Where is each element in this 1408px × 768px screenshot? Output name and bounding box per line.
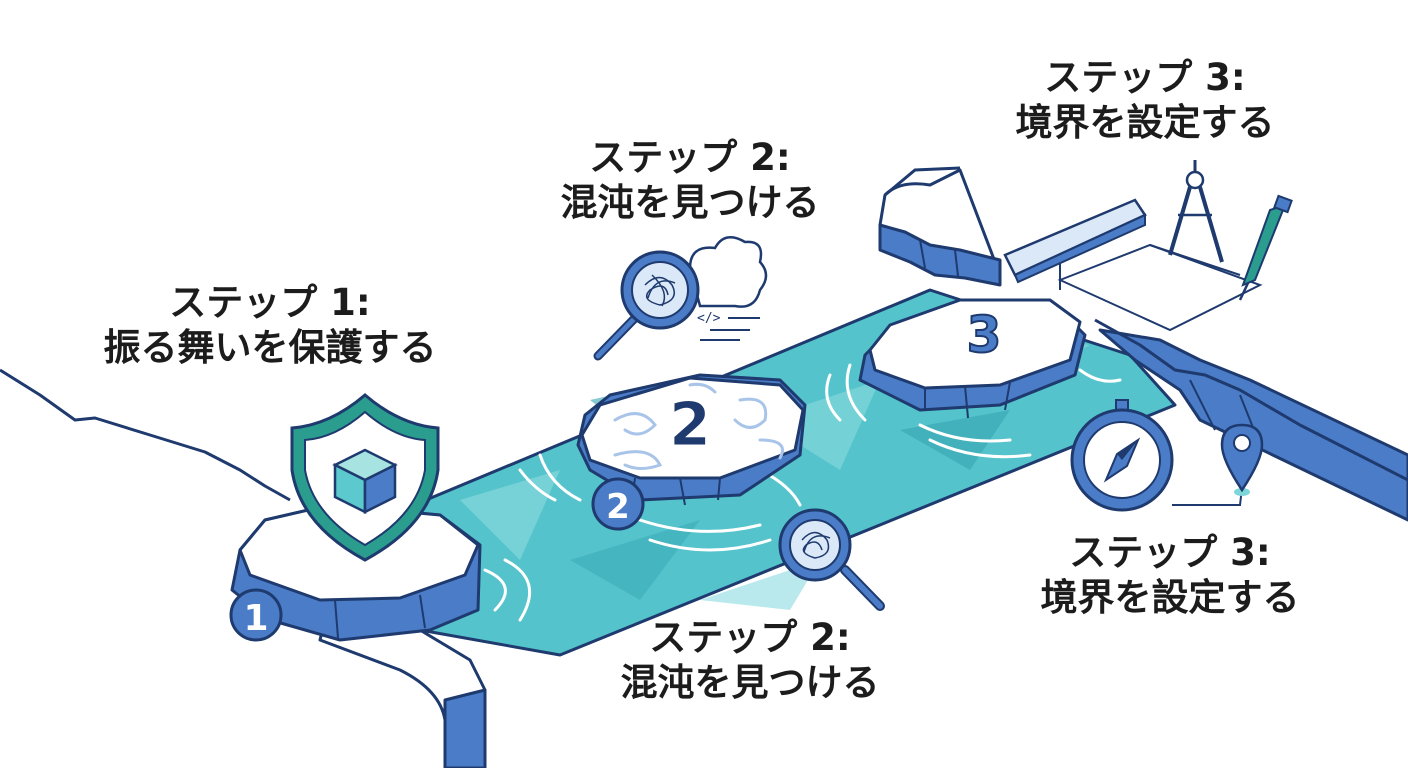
step-3-lower-subtitle: 境界を設定する <box>1040 576 1300 620</box>
step-3-lower-label: ステップ 3: 境界を設定する <box>1010 530 1330 620</box>
left-ground <box>0 368 487 768</box>
step-2-upper-label: ステップ 2: 混沌を見つける <box>520 135 860 225</box>
compass-ruler-pencil-icon <box>1003 160 1293 332</box>
step-2-lower-label: ステップ 2: 混沌を見つける <box>580 615 920 705</box>
stone-2-number: 2 <box>669 390 711 460</box>
badge-2: 2 <box>591 477 645 531</box>
badge-1-number: 1 <box>243 598 268 639</box>
step-2-upper-title: ステップ 2: <box>589 136 791 179</box>
compass-map-pin-icon <box>1070 399 1264 512</box>
badge-1: 1 <box>229 588 283 642</box>
upper-platform <box>878 166 1002 287</box>
step-1-title: ステップ 1: <box>169 281 371 324</box>
magnifier-icon <box>778 508 885 611</box>
step-2-lower-subtitle: 混沌を見つける <box>620 661 880 705</box>
step-1-subtitle: 振る舞いを保護する <box>103 326 437 370</box>
shield-cube-icon <box>290 393 440 562</box>
badge-2-number: 2 <box>606 487 630 527</box>
step-3-upper-subtitle: 境界を設定する <box>1015 101 1275 145</box>
magnifier-cloud-icon: </> <box>593 235 768 361</box>
step-1-label: ステップ 1: 振る舞いを保護する <box>75 280 465 370</box>
step-2-lower-title: ステップ 2: <box>649 616 851 659</box>
step-3-lower-title: ステップ 3: <box>1069 531 1271 574</box>
svg-text:</>: </> <box>697 311 721 326</box>
stone-3-number: 3 <box>967 306 1002 364</box>
step-2-upper-subtitle: 混沌を見つける <box>560 181 820 225</box>
step-3-upper-label: ステップ 3: 境界を設定する <box>985 55 1305 145</box>
step-3-upper-title: ステップ 3: <box>1044 56 1246 99</box>
stepping-stone-3 <box>858 298 1087 419</box>
